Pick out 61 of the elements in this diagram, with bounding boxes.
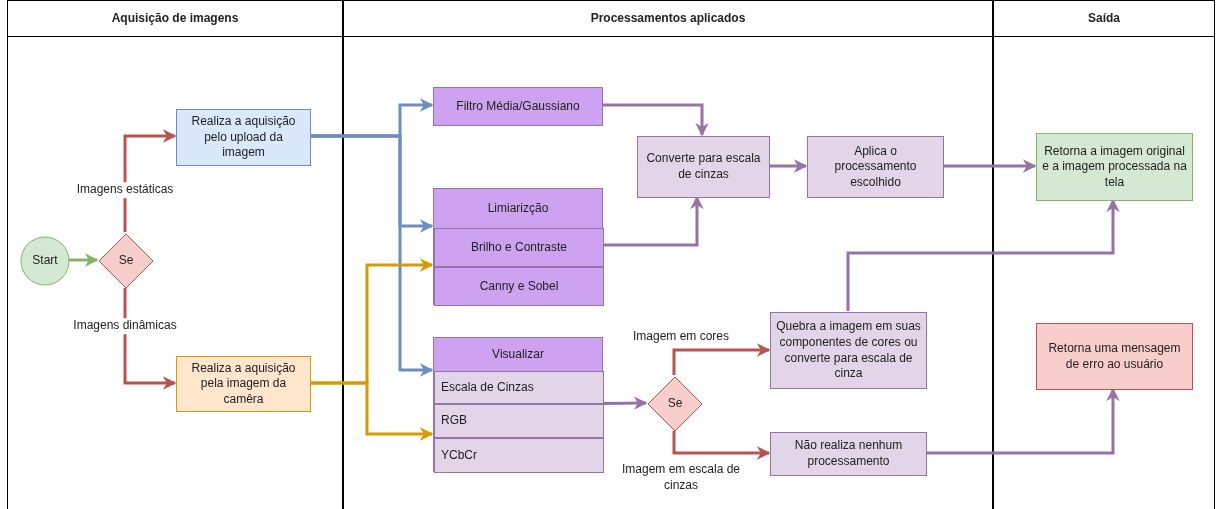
process-box (770, 312, 927, 389)
swimlane (993, 0, 1215, 509)
node-label: Converte para escala de cinzas (645, 151, 762, 183)
node-label: Retorna uma mensagem de erro ao usuário (1047, 340, 1182, 373)
process-box (1036, 323, 1193, 390)
lane-header: Processamentos aplicados (344, 1, 992, 37)
arrow (69, 253, 99, 267)
list-container (433, 337, 603, 472)
process-box (770, 432, 927, 476)
lane-header: Aquisição de imagens (8, 1, 342, 37)
node-label: Canny e Sobel (478, 278, 560, 295)
arrow (123, 129, 177, 232)
edge-label: Imagens estáticas (76, 182, 174, 198)
node-label: Brilho e Contraste (469, 239, 568, 256)
process-box (807, 136, 944, 198)
node-label: Limiarizção (486, 199, 550, 217)
arrow (926, 387, 1120, 455)
node-label: Realiza a aquisição pela imagem da camêra (190, 360, 297, 408)
process-box (176, 109, 311, 166)
process-box (637, 136, 770, 198)
process-box (433, 87, 603, 126)
swimlane (7, 0, 343, 509)
arrow (672, 343, 771, 375)
lane-header: Saída (994, 1, 1214, 37)
start-circle (20, 236, 70, 286)
list-row (434, 438, 604, 473)
node-label: Se (117, 253, 135, 269)
arrow (943, 159, 1037, 173)
arrow (769, 159, 808, 173)
arrow (310, 381, 434, 441)
arrow (602, 396, 648, 410)
node-label: RGB (440, 413, 468, 429)
node-label: Visualizar (491, 345, 545, 363)
node-label: Start (31, 253, 59, 269)
arrow (602, 103, 709, 137)
process-box (434, 228, 604, 267)
process-box (434, 267, 604, 306)
arrow (602, 195, 704, 247)
decision-diamond (647, 376, 703, 432)
process-box (176, 356, 311, 412)
node-label: Filtro Média/Gaussiano (455, 98, 581, 115)
arrow (123, 288, 177, 390)
node-label: Aplica o processamento escolhido (833, 143, 918, 191)
arrow (846, 198, 1120, 311)
node-label: Não realiza nenhum processamento (793, 438, 904, 470)
arrow (672, 431, 771, 460)
edge-label: Imagem em cores (633, 329, 729, 345)
decision-diamond (98, 233, 154, 289)
node-label: Quebra a imagem em suas componentes de cores ou converte para escala de cinza (775, 319, 922, 382)
node-label: Se (666, 396, 684, 412)
edge-label: Imagens dinâmicas (73, 318, 177, 334)
node-label: Escala de Cinzas (440, 379, 535, 396)
node-label: YCbCr (440, 447, 478, 464)
node-label: Realiza a aquisição pelo upload da imagem (190, 114, 297, 161)
list-row (434, 371, 604, 404)
node-label: Retorna a imagem original e a imagem processada na tela (1041, 143, 1188, 191)
process-box (1036, 133, 1193, 201)
swimlane (343, 0, 993, 509)
list-container (433, 188, 603, 305)
arrow (310, 134, 434, 377)
list-row (434, 404, 604, 438)
